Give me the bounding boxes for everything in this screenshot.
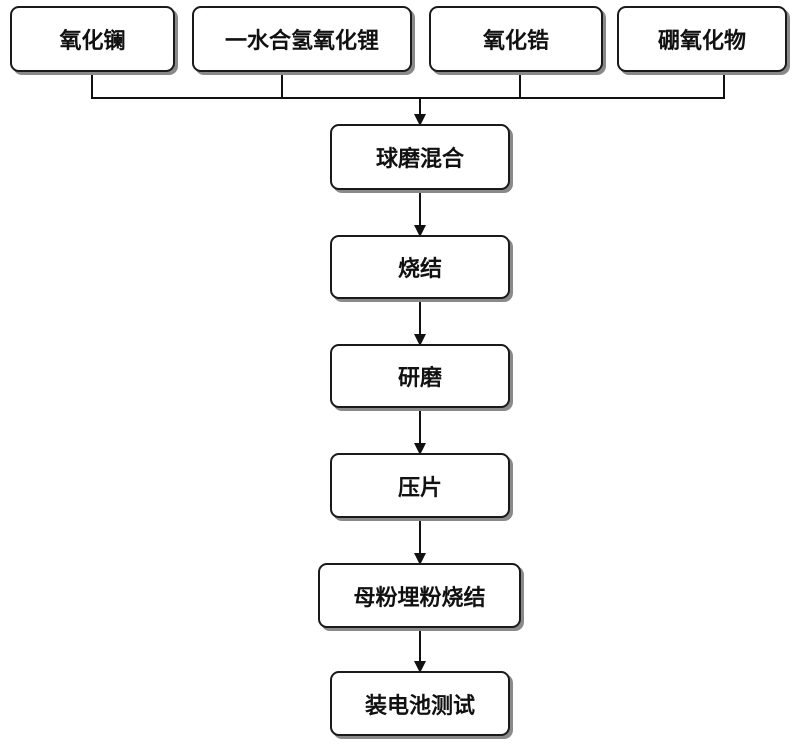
input-lanthanum-oxide: 氧化镧 [10,6,175,72]
step-pressing: 压片 [330,453,510,518]
input-zirconium-oxide: 氧化锆 [429,6,603,72]
step-sintering: 烧结 [330,235,510,299]
input-lithium-hydroxide-monohydrate: 一水合氢氧化锂 [192,6,412,72]
input-boron-oxide: 硼氧化物 [617,6,787,72]
step-ball-milling: 球磨混合 [330,124,510,190]
step-grinding: 研磨 [330,344,510,408]
step-mother-powder-sintering: 母粉埋粉烧结 [318,563,521,628]
step-battery-test: 装电池测试 [330,671,510,736]
